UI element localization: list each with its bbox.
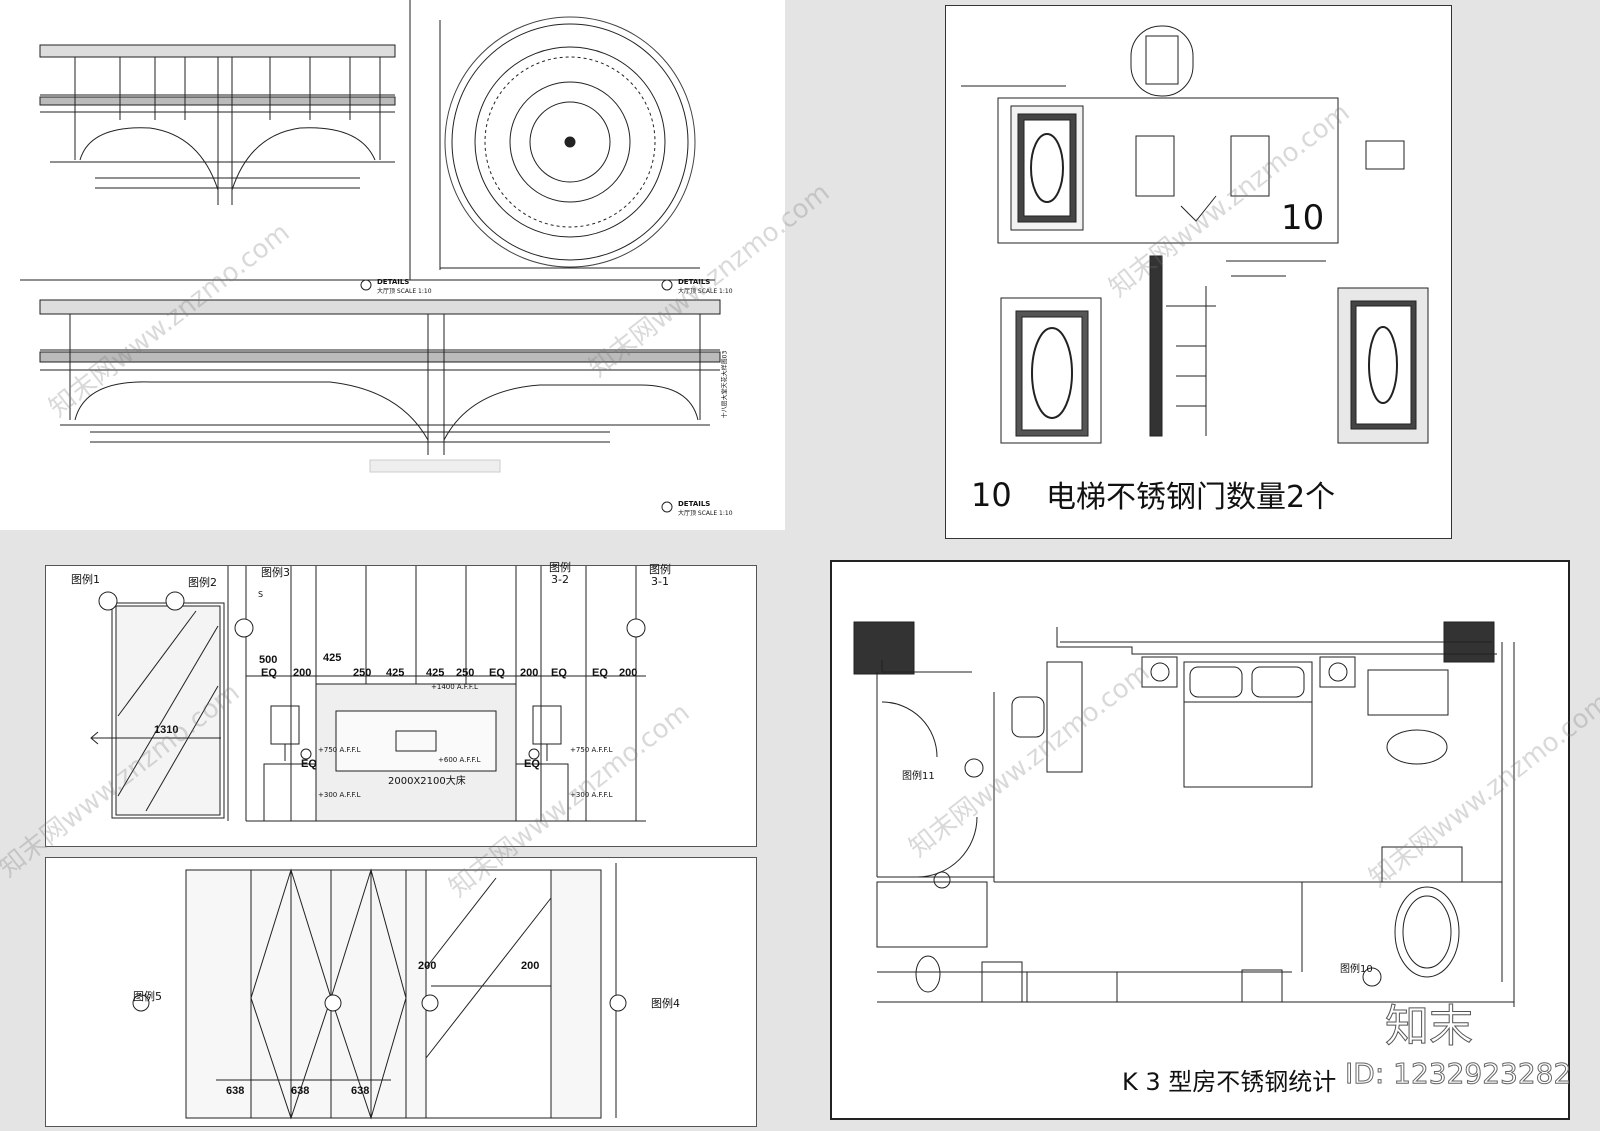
- dim-638-1: 638: [226, 1085, 245, 1097]
- legend-tag-5: 图例5: [133, 990, 162, 1003]
- detail-07-sub: 大厅顶 SCALE 1:10: [377, 288, 432, 295]
- ceiling-detail-sheet: DETAILS 大厅顶 SCALE 1:10 DETAILS 大厅顶 SCALE…: [0, 0, 785, 530]
- room-floor-plan-sheet: 图例11 图例10 K 3 型房不锈钢统计: [830, 560, 1570, 1120]
- dim-eq-2: EQ: [489, 667, 505, 679]
- detail-09-label: DETAILS: [678, 278, 711, 286]
- elevator-door-drawing: [961, 25, 1429, 444]
- dim-425-top: 425: [323, 652, 342, 664]
- bed-wall-drawing: [90, 566, 646, 822]
- dim-200-1: 200: [293, 667, 312, 679]
- ceiling-detail-drawing: [20, 0, 721, 513]
- legend-tag-3-2: 图例 3-2: [549, 561, 571, 586]
- legend-tag-3-1: 图例 3-1: [649, 563, 671, 588]
- wardrobe-elevation: 图例5 图例4 638 638 638 200 200: [45, 857, 757, 1127]
- detail-08-sub: 大厅顶 SCALE 1:10: [678, 510, 733, 517]
- bed-wall-elevation: 图例1 图例2 图例3 图例 3-2 图例 3-1 S 500 425 EQ 2…: [45, 561, 757, 847]
- s-mark: S: [258, 590, 264, 599]
- eq-left: EQ: [301, 758, 317, 770]
- dim-200-2: 200: [520, 667, 539, 679]
- elev-label-5: +300 A.F.F.L: [318, 791, 361, 799]
- wardrobe-drawing: [132, 863, 627, 1120]
- bed-label: 2000X2100大床: [388, 776, 466, 787]
- elev-label-1: +1400 A.F.F.L: [431, 683, 478, 691]
- elev-label-3: +600 A.F.F.L: [438, 756, 481, 764]
- dim-425-2: 425: [426, 667, 445, 679]
- elevator-door-sheet: 10 10 电梯不锈钢门数量2个: [945, 5, 1452, 539]
- plan-caption: K 3 型房不锈钢统计: [1122, 1068, 1337, 1096]
- dim-250-2: 250: [456, 667, 475, 679]
- elevator-door-caption: 电梯不锈钢门数量2个: [1046, 480, 1336, 515]
- legend-tag-4: 图例4: [651, 997, 680, 1010]
- elev-label-4: +750 A.F.F.L: [570, 746, 613, 754]
- dim-200-left: 200: [418, 960, 437, 972]
- dim-638-3: 638: [351, 1085, 370, 1097]
- dim-eq-1: EQ: [261, 667, 277, 679]
- detail-number-small: 10: [1281, 198, 1325, 238]
- dim-200-3: 200: [619, 667, 638, 679]
- legend-tag-10: 图例10: [1340, 964, 1373, 975]
- dim-200-right: 200: [521, 960, 540, 972]
- legend-tag-3: 图例3: [261, 566, 290, 579]
- dim-eq-3: EQ: [551, 667, 567, 679]
- detail-number-big: 10: [971, 476, 1012, 514]
- watermark-id: ID: 1232923282: [1344, 1057, 1572, 1091]
- elev-label-2: +750 A.F.F.L: [318, 746, 361, 754]
- elev-label-6: +300 A.F.F.L: [570, 791, 613, 799]
- floor-plan-drawing: [853, 621, 1515, 1007]
- detail-09-sub: 大厅顶 SCALE 1:10: [678, 288, 733, 295]
- dim-425-1: 425: [386, 667, 405, 679]
- dim-500: 500: [259, 654, 278, 666]
- dim-250-1: 250: [353, 667, 372, 679]
- legend-tag-2: 图例2: [188, 576, 217, 589]
- dim-eq-4: EQ: [592, 667, 608, 679]
- detail-07-label: DETAILS: [377, 278, 410, 286]
- watermark-logo: 知末: [1385, 1001, 1474, 1053]
- door-width-dim: 1310: [154, 724, 179, 736]
- sheet-side-note: 十八层大堂天花大样图03: [721, 350, 729, 419]
- legend-tag-11: 图例11: [902, 771, 935, 782]
- legend-tag-1: 图例1: [71, 573, 100, 586]
- eq-right: EQ: [524, 758, 540, 770]
- detail-08-label: DETAILS: [678, 500, 711, 508]
- dim-638-2: 638: [291, 1085, 310, 1097]
